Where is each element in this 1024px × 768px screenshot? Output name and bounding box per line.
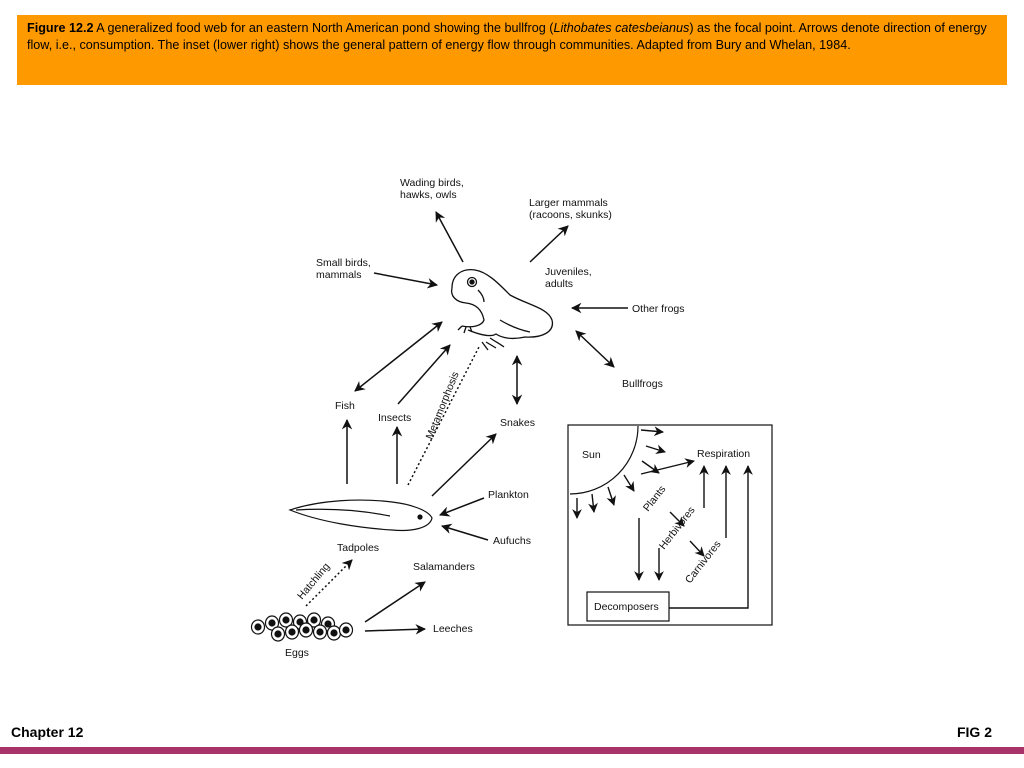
arrow-fish-frog bbox=[354, 321, 443, 392]
sun-ray-2 bbox=[645, 444, 666, 455]
sun-ray-5 bbox=[606, 486, 616, 506]
label-plankton: Plankton bbox=[488, 489, 529, 501]
label-small-birds-2: mammals bbox=[316, 269, 362, 281]
label-insects: Insects bbox=[378, 412, 411, 424]
sun-ray-1 bbox=[640, 426, 664, 437]
figure-label: Figure 12.2 bbox=[27, 21, 94, 35]
sun-arc bbox=[569, 425, 639, 495]
label-larger-mammals-2: (racoons, skunks) bbox=[529, 209, 612, 221]
arrow-plants-to-herbivores bbox=[669, 511, 685, 527]
label-fish: Fish bbox=[335, 400, 355, 412]
footer-accent-bar bbox=[0, 747, 1024, 754]
label-metamorphosis: Metamorphosis bbox=[424, 370, 462, 441]
tadpole-illustration bbox=[288, 499, 433, 532]
label-bullfrogs: Bullfrogs bbox=[622, 378, 663, 390]
arrow-hatchling bbox=[305, 559, 353, 607]
arrow-herbivores-to-carnivores bbox=[689, 540, 705, 557]
label-snakes: Snakes bbox=[500, 417, 535, 429]
species-name: Lithobates catesbeianus bbox=[553, 21, 690, 35]
arrow-eggs-to-salamanders bbox=[364, 581, 426, 623]
arrow-decomposers-to-respiration bbox=[669, 465, 753, 609]
caption-text-part1: A generalized food web for an eastern No… bbox=[93, 21, 554, 35]
sun-ray-6 bbox=[588, 493, 598, 513]
label-salamanders: Salamanders bbox=[413, 561, 475, 573]
arrow-plankton-to-tadpoles bbox=[439, 497, 485, 517]
arrow-frog-bullfrogs bbox=[575, 330, 615, 368]
figure-caption: Figure 12.2 A generalized food web for a… bbox=[17, 15, 1007, 85]
label-small-birds-1: Small birds, bbox=[316, 257, 371, 269]
energy-flow-inset: Sun Respiration Plants Herbivores Carniv… bbox=[567, 424, 773, 626]
decomposers-box bbox=[586, 591, 670, 622]
arrow-frog-to-larger-mammals bbox=[529, 225, 569, 263]
arrow-aufuchs-to-tadpoles bbox=[440, 523, 489, 541]
label-eggs: Eggs bbox=[285, 647, 309, 659]
sun-ray-4 bbox=[623, 474, 635, 492]
label-juveniles-2: adults bbox=[545, 278, 573, 290]
frog-illustration bbox=[450, 269, 554, 351]
label-larger-mammals-1: Larger mammals bbox=[529, 197, 608, 209]
arrow-metamorphosis bbox=[407, 344, 481, 486]
arrow-insects-to-frog bbox=[397, 344, 451, 405]
caption-text-part2: ) as the focal point. Arrows denote dire… bbox=[27, 21, 987, 52]
label-hatchling: Hatchling bbox=[295, 561, 332, 602]
arrow-tadpoles-to-snakes bbox=[431, 433, 497, 497]
eggs-cluster bbox=[250, 612, 354, 642]
label-juveniles-1: Juveniles, bbox=[545, 266, 592, 278]
label-wading-birds-1: Wading birds, bbox=[400, 177, 464, 189]
inset-label-sun: Sun bbox=[582, 449, 601, 461]
label-other-frogs: Other frogs bbox=[632, 303, 685, 315]
figure-number-label: FIG 2 bbox=[956, 724, 992, 740]
label-wading-birds-2: hawks, owls bbox=[400, 189, 457, 201]
inset-label-decomposers: Decomposers bbox=[594, 601, 659, 613]
inset-label-respiration: Respiration bbox=[697, 448, 750, 460]
arrow-eggs-to-leeches bbox=[364, 624, 427, 635]
label-leeches: Leeches bbox=[433, 623, 473, 635]
label-tadpoles: Tadpoles bbox=[337, 542, 379, 554]
label-aufuchs: Aufuchs bbox=[493, 535, 531, 547]
arrow-frog-to-wading-birds bbox=[435, 211, 464, 263]
chapter-label: Chapter 12 bbox=[11, 724, 84, 740]
arrow-small-birds-to-frog bbox=[373, 272, 439, 289]
arrow-sun-to-respiration bbox=[640, 458, 695, 475]
